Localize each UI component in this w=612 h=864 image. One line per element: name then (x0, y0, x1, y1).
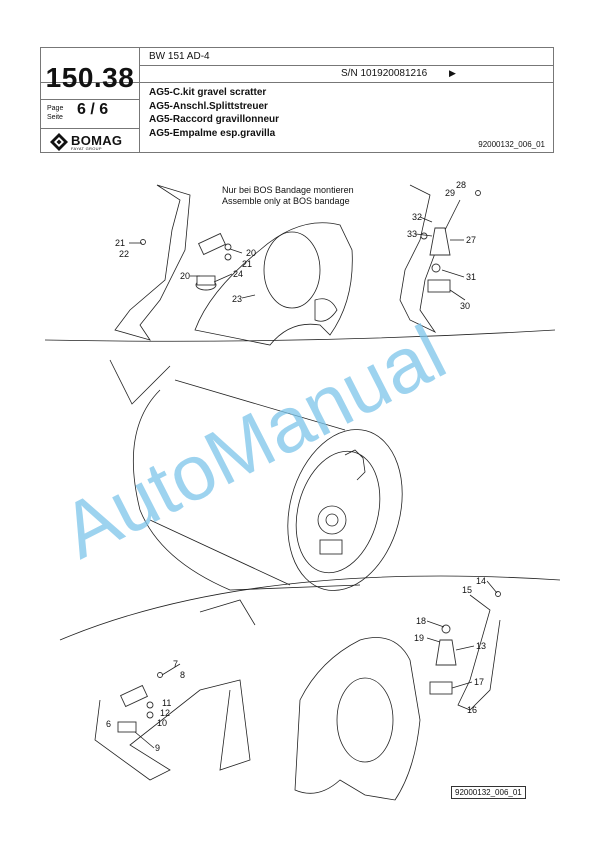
callout-outline (44, 329, 556, 342)
page-label-en: Page (47, 105, 64, 112)
bracket-bottom-right (429, 591, 501, 711)
part-label: 33 (407, 229, 417, 239)
part-label: 11 (162, 698, 171, 708)
parts-header: BW 151 AD-4 S/N 101920081216 ▶ 150.38 Pa… (40, 47, 554, 153)
machine-model: BW 151 AD-4 (149, 51, 210, 62)
part-label: 23 (232, 294, 242, 304)
part-label: 21 (115, 238, 125, 248)
drum-assembly (132, 379, 403, 591)
callout-pointer (199, 599, 256, 626)
page-number: 6 / 6 (77, 101, 109, 118)
part-label: 29 (445, 188, 455, 198)
callout-pointer (109, 359, 171, 405)
bomag-diamond-icon (50, 133, 68, 151)
exploded-view-drawing: Nur bei BOS Bandage montieren Assemble o… (44, 180, 561, 801)
divider (139, 65, 553, 66)
part-label: 6 (106, 719, 111, 729)
brand-name: BOMAG (71, 133, 123, 148)
divider (41, 128, 139, 129)
part-label: 31 (466, 272, 476, 282)
serial-number: S/N 101920081216 (341, 68, 428, 79)
part-label: 15 (462, 585, 472, 595)
bracket-top-right (399, 184, 481, 334)
part-label: 17 (474, 677, 484, 687)
assembly-note-de: Nur bei BOS Bandage montieren (222, 185, 354, 195)
title-es: AG5-Empalme esp.gravilla (149, 127, 276, 139)
assembly-titles: AG5-C.kit gravel scratter AG5-Anschl.Spl… (149, 86, 279, 140)
figure-reference: 92000132_006_01 (451, 786, 526, 799)
assembly-note-en: Assemble only at BOS bandage (222, 196, 350, 206)
drum-plate-top (194, 222, 353, 346)
part-label: 9 (155, 743, 160, 753)
part-label: 32 (412, 212, 422, 222)
divider (41, 82, 553, 83)
divider (139, 48, 140, 152)
bracket-top-left (114, 184, 232, 341)
drum-plate-bottom (294, 637, 421, 801)
part-label: 22 (119, 249, 129, 259)
brand-subtitle: FAYAT GROUP (71, 146, 102, 151)
title-en: AG5-C.kit gravel scratter (149, 87, 267, 98)
part-label: 20 (180, 271, 190, 281)
bracket-bottom-left (94, 672, 251, 781)
part-label: 30 (460, 301, 470, 311)
page-label-de: Seite (47, 114, 63, 121)
leader-lines (129, 216, 498, 749)
part-label: 28 (456, 180, 466, 190)
section-number: 150.38 (45, 62, 135, 93)
page-label: Page Seite (47, 104, 63, 122)
part-label: 24 (233, 269, 243, 279)
title-de: AG5-Anschl.Splittstreuer (149, 100, 268, 112)
part-label: 12 (160, 708, 170, 718)
part-label: 14 (476, 576, 486, 586)
part-label: 21 (242, 259, 252, 269)
next-arrow-icon: ▶ (449, 68, 456, 78)
part-label: 18 (416, 616, 426, 626)
callout-outline (59, 575, 561, 641)
divider (41, 99, 139, 100)
document-reference: 92000132_006_01 (478, 140, 545, 149)
part-label: 8 (180, 670, 185, 680)
part-label: 19 (414, 633, 424, 643)
title-fr: AG5-Raccord gravillonneur (149, 114, 280, 125)
part-label: 16 (467, 705, 477, 715)
bomag-logo: BOMAG FAYAT GROUP (49, 132, 135, 152)
part-label: 13 (476, 641, 486, 651)
part-label: 10 (157, 718, 167, 728)
part-label: 20 (246, 248, 256, 258)
part-label: 27 (466, 235, 476, 245)
part-label: 7 (173, 659, 178, 669)
